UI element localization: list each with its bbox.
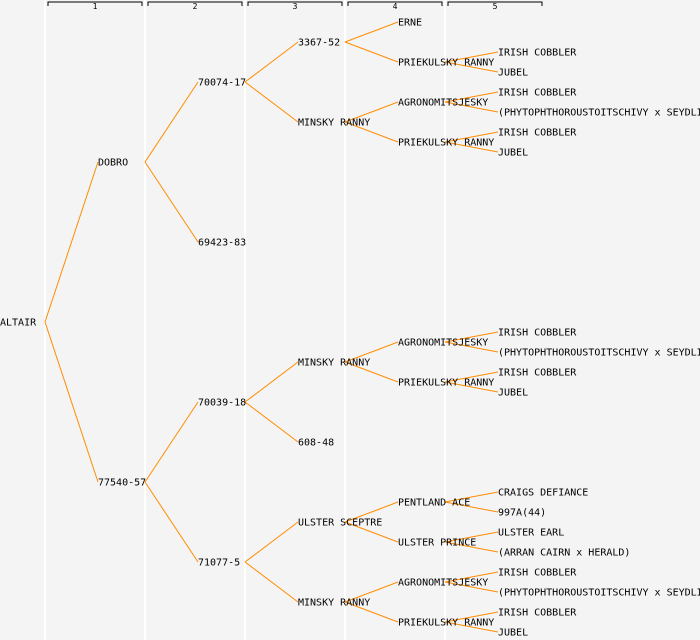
pedigree-connector [344,581,399,603]
pedigree-connector [444,91,499,103]
pedigree-node-label: IRISH COBBLER [498,608,577,619]
pedigree-connector [444,531,499,543]
pedigree-node-label: IRISH COBBLER [498,128,577,139]
pedigree-node-label: (PHYTOPHTHOROUSTOITSCHIVY x SEYDLITZ) [498,108,700,119]
pedigree-connector [244,81,299,123]
pedigree-node-label: IRISH COBBLER [498,328,577,339]
pedigree-connector [344,21,399,43]
pedigree-node-label: 608-48 [298,438,334,449]
pedigree-node-label: PRIEKULSKY RANNY [398,378,494,389]
pedigree-connector [444,611,499,623]
pedigree-node-label: 70074-17 [198,78,246,89]
pedigree-node-label: AGRONOMITSJESKY [398,338,488,349]
pedigree-node-label: JUBEL [498,388,528,399]
pedigree-connector [344,341,399,363]
pedigree-connector [244,561,299,603]
pedigree-node-label: IRISH COBBLER [498,368,577,379]
pedigree-node-label: ULSTER EARL [498,528,564,539]
pedigree-connector [244,41,299,83]
pedigree-connector [344,521,399,543]
pedigree-node-label: IRISH COBBLER [498,568,577,579]
generation-bracket [47,1,143,6]
generation-bracket [447,1,543,6]
pedigree-node-label: 3367-52 [298,38,340,49]
pedigree-connector [344,601,399,623]
pedigree-node-label: 69423-83 [198,238,246,249]
pedigree-connector [444,141,499,153]
pedigree-connector [444,131,499,143]
generation-bracket [147,1,243,6]
pedigree-node-label: (PHYTOPHTHOROUSTOITSCHIVY x SEYDLITZ) [498,588,700,599]
pedigree-connector [44,161,99,323]
pedigree-node-label: CRAIGS DEFIANCE [498,488,588,499]
pedigree-connector [444,101,499,113]
pedigree-node-label: 77540-57 [98,478,146,489]
pedigree-node-label: DOBRO [98,158,128,169]
pedigree-node-label: 70039-18 [198,398,246,409]
generation-label: 3 [293,2,298,11]
pedigree-connector [444,581,499,593]
pedigree-connector [344,41,399,63]
generation-label: 5 [493,2,498,11]
pedigree-connector [444,571,499,583]
pedigree-node-label: ULSTER SCEPTRE [298,518,382,529]
pedigree-connector [444,541,499,553]
pedigree-connector [344,101,399,123]
generation-label: 4 [393,2,398,11]
pedigree-connector [344,361,399,383]
pedigree-connector [444,491,499,503]
pedigree-node-label: 71077-5 [198,558,240,569]
pedigree-connector [444,61,499,73]
pedigree-connector [444,381,499,393]
pedigree-node-label: JUBEL [498,148,528,159]
pedigree-connector [444,371,499,383]
pedigree-connector [244,401,299,443]
pedigree-connector [144,81,199,163]
pedigree-node-label: PRIEKULSKY RANNY [398,58,494,69]
pedigree-node-label: ULSTER PRINCE [398,538,476,549]
pedigree-node-label: 997A(44) [498,508,546,519]
pedigree-node-label: MINSKY RANNY [298,118,370,129]
pedigree-connector [444,51,499,63]
pedigree-node-label: PRIEKULSKY RANNY [398,138,494,149]
pedigree-node-label: PRIEKULSKY RANNY [398,618,494,629]
pedigree-node-label: ERNE [398,18,422,29]
pedigree-connector [444,621,499,633]
generation-bracket [247,1,343,6]
pedigree-node-label: (ARRAN CAIRN x HERALD) [498,548,630,559]
pedigree-connector [244,361,299,403]
pedigree-connector [144,401,199,483]
pedigree-node-label: JUBEL [498,628,528,639]
pedigree-node-label: IRISH COBBLER [498,88,577,99]
pedigree-node-label: MINSKY RANNY [298,598,370,609]
pedigree-connector [144,481,199,563]
generation-label: 2 [193,2,198,11]
pedigree-connector [144,161,199,243]
pedigree-connector [444,341,499,353]
pedigree-node-label: ALTAIR [0,318,37,329]
pedigree-connector [344,501,399,523]
pedigree-node-label: IRISH COBBLER [498,48,577,59]
pedigree-connector [444,501,499,513]
pedigree-node-label: JUBEL [498,68,528,79]
pedigree-node-label: AGRONOMITSJESKY [398,98,488,109]
pedigree-node-label: (PHYTOPHTHOROUSTOITSCHIVY x SEYDLITZ) [498,348,700,359]
pedigree-connector [244,521,299,563]
generation-label: 1 [93,2,98,11]
pedigree-connector [444,331,499,343]
pedigree-node-label: PENTLAND ACE [398,498,470,509]
pedigree-node-label: AGRONOMITSJESKY [398,578,488,589]
pedigree-connector [344,121,399,143]
pedigree-node-label: MINSKY RANNY [298,358,370,369]
pedigree-connector [44,321,99,483]
generation-bracket [347,1,443,6]
